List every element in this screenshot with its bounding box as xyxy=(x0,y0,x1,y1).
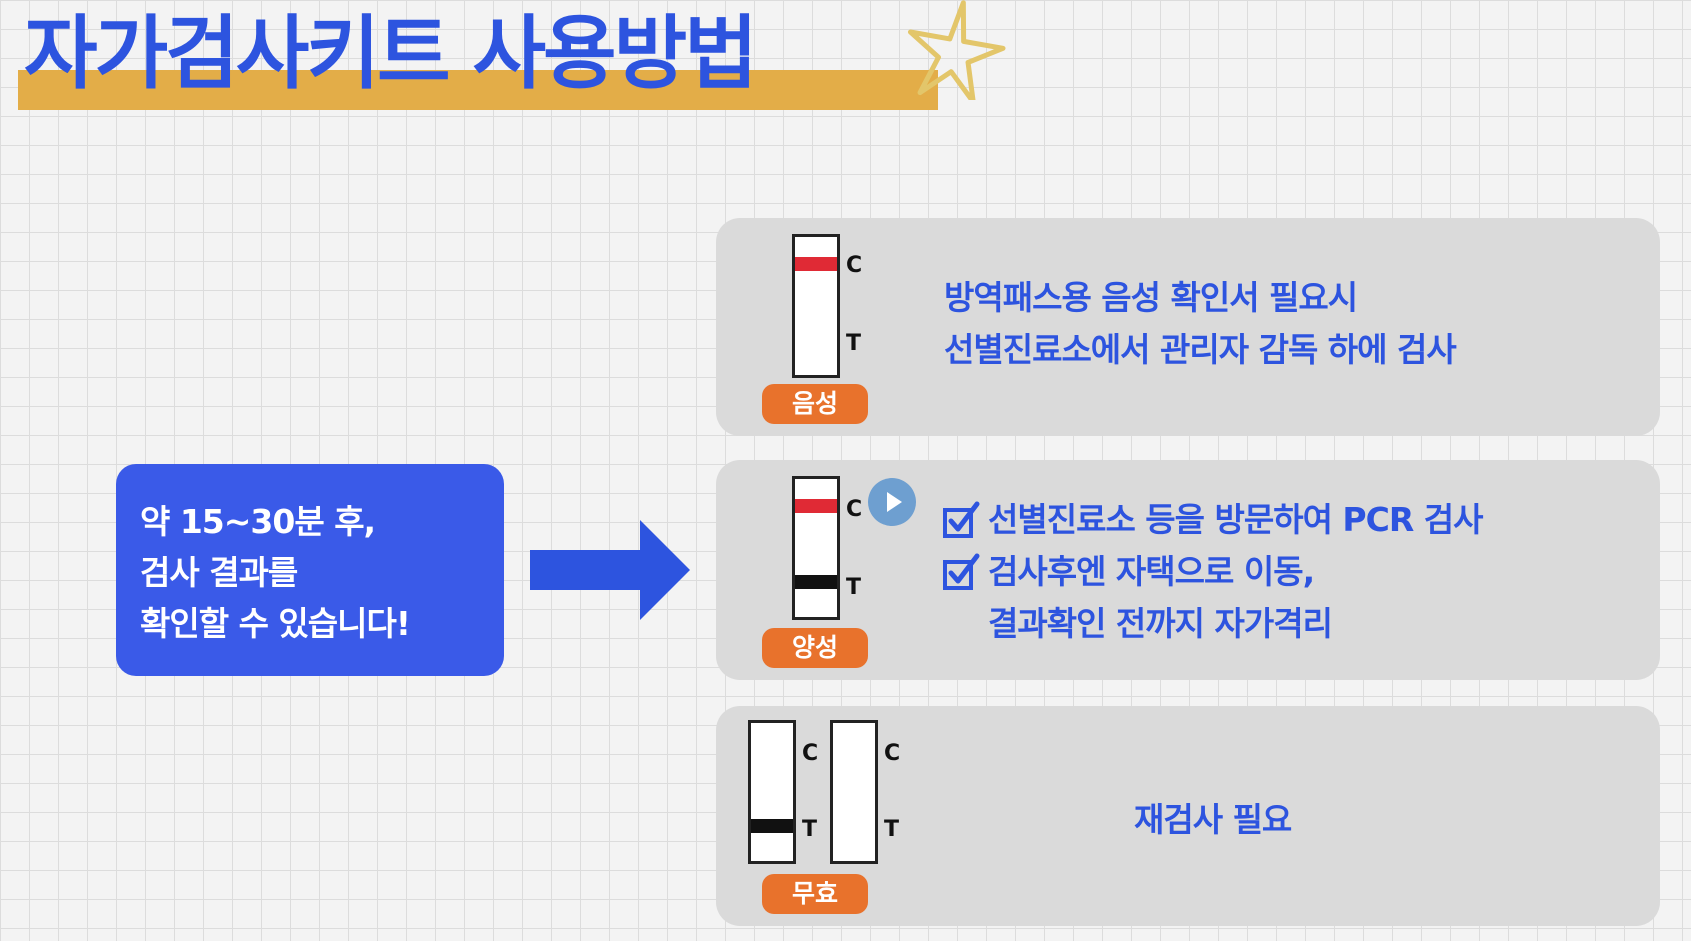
instruction-line-2: 검사 결과를 xyxy=(140,553,298,592)
badge-invalid: 무효 xyxy=(762,874,868,914)
control-line xyxy=(795,499,837,513)
test-label: T xyxy=(846,331,862,356)
instruction-line-1: 약 15~30분 후, xyxy=(140,502,376,541)
checkbox-icon xyxy=(943,501,980,538)
test-strip-negative xyxy=(792,234,840,378)
positive-instructions: 선별진료소 등을 방문하여 PCR 검사 검사후엔 자택으로 이동, 결과확인 … xyxy=(942,494,1483,650)
test-strip-invalid-1 xyxy=(748,720,796,864)
test-label: T xyxy=(884,817,900,842)
control-label: C xyxy=(802,741,819,766)
result-panel-invalid: C T C T 무효 재검사 필요 xyxy=(716,706,1660,926)
instruction-line-3: 확인할 수 있습니다! xyxy=(140,604,411,643)
negative-line-2: 선별진료소에서 관리자 감독 하에 검사 xyxy=(944,330,1457,369)
invalid-instruction: 재검사 필요 xyxy=(1134,800,1292,839)
arrow-right-icon xyxy=(530,520,690,620)
result-panel-positive: C T 양성 선별진료소 등을 방문하여 PCR 검사 검사후엔 자택으로 이동… xyxy=(716,460,1660,680)
positive-item-2-continuation: 결과확인 전까지 자가격리 xyxy=(988,604,1333,643)
instruction-box: 약 15~30분 후, 검사 결과를 확인할 수 있습니다! xyxy=(116,464,504,676)
negative-line-1: 방역패스용 음성 확인서 필요시 xyxy=(944,278,1358,317)
test-line xyxy=(751,819,793,833)
play-button[interactable] xyxy=(868,478,916,526)
badge-positive: 양성 xyxy=(762,628,868,668)
star-icon xyxy=(907,0,1006,100)
positive-item-2: 검사후엔 자택으로 이동, xyxy=(942,546,1482,598)
play-icon xyxy=(887,492,902,512)
test-label: T xyxy=(846,575,862,600)
test-strip-positive xyxy=(792,476,840,620)
positive-item-1: 선별진료소 등을 방문하여 PCR 검사 xyxy=(942,494,1483,546)
test-label: T xyxy=(802,817,818,842)
positive-item-1-text: 선별진료소 등을 방문하여 PCR 검사 xyxy=(988,500,1483,539)
badge-negative: 음성 xyxy=(762,384,868,424)
title-area: 자가검사키트 사용방법 xyxy=(14,0,944,118)
negative-instructions: 방역패스용 음성 확인서 필요시 선별진료소에서 관리자 감독 하에 검사 xyxy=(944,272,1457,376)
result-panel-negative: C T 음성 방역패스용 음성 확인서 필요시 선별진료소에서 관리자 감독 하… xyxy=(716,218,1660,436)
control-label: C xyxy=(846,497,863,522)
title-highlight-band xyxy=(18,70,938,110)
test-line xyxy=(795,575,837,589)
positive-item-2-text: 검사후엔 자택으로 이동, xyxy=(988,552,1315,591)
control-label: C xyxy=(884,741,901,766)
page-title: 자가검사키트 사용방법 xyxy=(24,7,758,100)
control-label: C xyxy=(846,253,863,278)
checkbox-icon xyxy=(943,553,980,590)
test-strip-invalid-2 xyxy=(830,720,878,864)
control-line xyxy=(795,257,837,271)
